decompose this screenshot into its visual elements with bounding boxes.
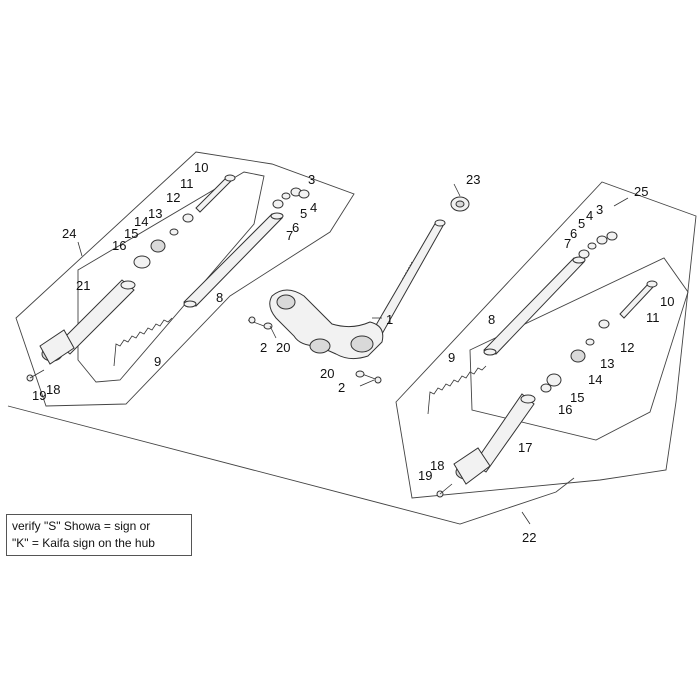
callout-right-11: 11 (646, 310, 660, 325)
left-fork-spring-9 (113, 317, 173, 367)
leader-lines (77, 183, 629, 525)
callout-left-18: 18 (46, 382, 60, 397)
callout-2-right: 2 (338, 380, 345, 395)
callout-right-19: 19 (418, 468, 432, 483)
callout-right-15: 15 (570, 390, 584, 405)
callout-left-19: 19 (32, 388, 46, 403)
callout-right-16: 16 (558, 402, 572, 417)
bolt-2-right (355, 370, 382, 384)
callout-23: 23 (466, 172, 480, 187)
callout-right-5: 5 (578, 216, 585, 231)
callout-left-9: 9 (154, 354, 161, 369)
right-small-parts (436, 231, 618, 498)
callout-left-11: 11 (180, 176, 194, 191)
callout-right-3: 3 (596, 202, 603, 217)
callout-right-10: 10 (660, 294, 674, 309)
note-line-1: verify "S" Showa = sign or (12, 519, 151, 533)
bearing-23 (450, 196, 470, 212)
callout-20-right: 20 (320, 366, 334, 381)
callout-right-8: 8 (488, 312, 495, 327)
callout-left-15: 15 (124, 226, 138, 241)
steering-stem (371, 219, 446, 335)
callout-1: 1 (386, 312, 393, 327)
right-fork-spring-9 (427, 365, 487, 415)
assembly-frame-22 (7, 405, 575, 525)
callout-left-13: 13 (148, 206, 162, 221)
callout-right-14: 14 (588, 372, 602, 387)
callout-right-7: 7 (564, 236, 571, 251)
callout-right-17: 17 (518, 440, 532, 455)
callout-right-6: 6 (570, 226, 577, 241)
callout-left-16: 16 (112, 238, 126, 253)
note-line-2: "K" = Kaifa sign on the hub (12, 536, 155, 550)
left-small-parts (26, 187, 310, 382)
right-damper-rod-10 (619, 280, 658, 319)
callout-left-3: 3 (308, 172, 315, 187)
left-fork-tube-8 (183, 212, 284, 308)
right-fork-inner-frame (469, 257, 689, 441)
left-fork-slider-21 (39, 279, 136, 365)
callout-25: 25 (634, 184, 648, 199)
callout-left-10: 10 (194, 160, 208, 175)
lower-triple-clamp (269, 289, 384, 360)
callout-left-12: 12 (166, 190, 180, 205)
callout-24: 24 (62, 226, 76, 241)
bolt-2-left (247, 316, 273, 330)
right-fork-slider-17 (453, 393, 536, 485)
callout-left-7: 7 (286, 228, 293, 243)
callout-left-8: 8 (216, 290, 223, 305)
callout-right-12: 12 (620, 340, 634, 355)
callout-20-left: 20 (276, 340, 290, 355)
left-fork-frame-24 (15, 151, 355, 407)
callout-right-4: 4 (586, 208, 593, 223)
callout-2-left: 2 (260, 340, 267, 355)
left-damper-rod-10 (195, 174, 236, 213)
showa-kaifa-note: verify "S" Showa = sign or "K" = Kaifa s… (6, 514, 192, 556)
callout-left-4: 4 (310, 200, 317, 215)
callout-left-21: 21 (76, 278, 90, 293)
callout-right-13: 13 (600, 356, 614, 371)
callout-right-18: 18 (430, 458, 444, 473)
callout-left-14: 14 (134, 214, 148, 229)
callout-right-9: 9 (448, 350, 455, 365)
callout-left-6: 6 (292, 220, 299, 235)
callout-22: 22 (522, 530, 536, 545)
callout-left-5: 5 (300, 206, 307, 221)
right-fork-tube-8 (483, 256, 586, 356)
